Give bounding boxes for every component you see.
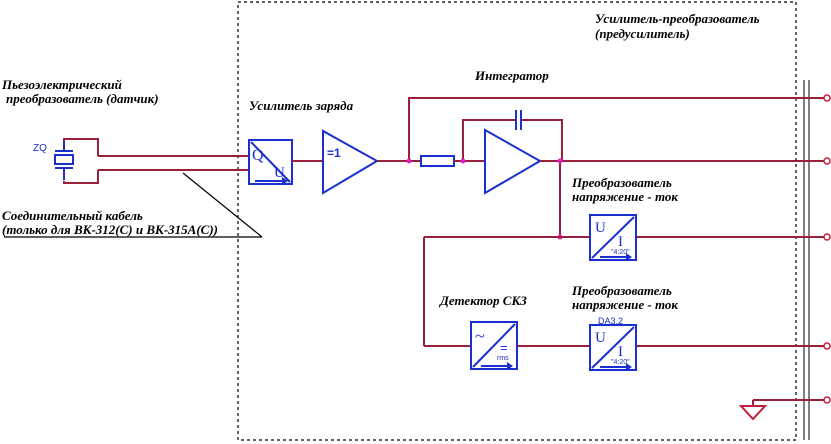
sensor-lead-top <box>63 138 99 156</box>
module-boundary <box>237 1 797 441</box>
charge-amp-q: Q <box>252 147 264 164</box>
ground-icon <box>738 405 768 421</box>
integrator-opamp-triangle <box>484 128 543 195</box>
converter-1-i: I <box>618 234 623 250</box>
junction-dot <box>406 158 412 164</box>
sensor-label-line-2: преобразователь (датчик) <box>6 91 159 106</box>
module-title-line-1: Усилитель-преобразователь <box>595 11 760 26</box>
capacitor-icon <box>515 110 522 130</box>
converter-1-label-line-1: Преобразователь <box>571 175 672 190</box>
converter-2-ref: DA3.2 <box>598 316 623 326</box>
output-connector-2 <box>823 157 831 165</box>
wire-branch-output-1 <box>408 97 826 161</box>
output-connector-ground <box>823 396 831 404</box>
converter-1-block <box>589 214 637 261</box>
output-connector-1 <box>823 94 831 102</box>
converter-2-i: I <box>618 344 623 360</box>
rms-detector-dc: = <box>500 340 508 355</box>
zq-label: ZQ <box>33 143 47 154</box>
rms-detector-block <box>470 321 518 370</box>
output-connector-4 <box>823 342 831 350</box>
integrator-label: Интегратор <box>474 68 549 83</box>
module-title-line-2: (предусилитель) <box>595 26 690 41</box>
converter-1-u: U <box>595 220 606 236</box>
rms-detector-tilde: ~ <box>475 326 485 346</box>
sensor-lead-bottom <box>63 170 99 184</box>
converter-2-range: "4:20" <box>611 359 630 366</box>
output-connector-3 <box>823 233 831 241</box>
buffer-label: =1 <box>327 146 341 160</box>
cable-pointer-line <box>182 172 263 238</box>
charge-amp-u: U <box>274 165 285 181</box>
rms-detector-label: Детектор СКЗ <box>439 293 527 308</box>
resistor-icon <box>420 155 455 167</box>
wire-feedback-left <box>462 119 515 161</box>
buffer-amplifier-triangle <box>322 129 380 195</box>
converter-2-u: U <box>595 330 606 346</box>
cable-label-line-1: Соединительный кабель <box>2 208 143 223</box>
rms-detector-rms: rms <box>497 355 509 362</box>
sensor-label-line-1: Пьезоэлектрический <box>1 77 122 92</box>
converter-2-label-line-1: Преобразователь <box>571 283 672 298</box>
cable-label-line-2: (только для ВК-312(С) и ВК-315А(С)) <box>2 222 218 237</box>
converter-1-range: "4:20" <box>611 249 630 256</box>
charge-amp-label: Усилитель заряда <box>249 98 354 113</box>
junction-dot <box>460 158 466 164</box>
converter-1-label-line-2: напряжение - ток <box>572 189 678 204</box>
converter-2-block <box>589 324 637 371</box>
junction-dot <box>557 158 563 164</box>
charge-amplifier-block <box>248 139 293 185</box>
wire-feedback-right <box>522 119 563 161</box>
converter-2-label-line-2: напряжение - ток <box>572 297 678 312</box>
piezo-sensor-icon <box>54 141 74 180</box>
